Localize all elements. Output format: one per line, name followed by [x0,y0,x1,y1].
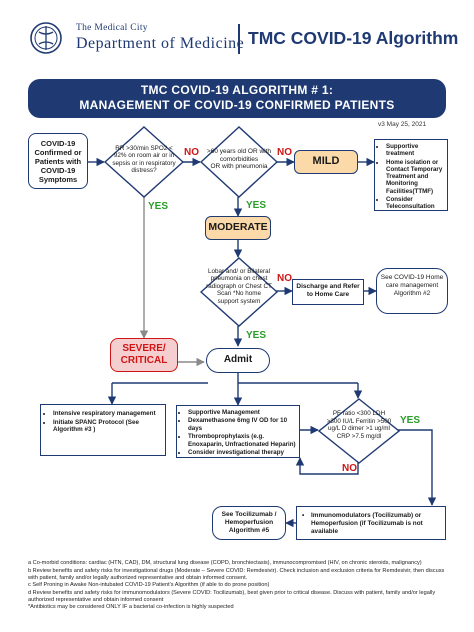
no-label-2: NO [277,147,292,158]
header-divider [238,24,240,54]
ward-mgmt-item: Dexamethasone 6mg IV OD for 10 days [188,417,297,432]
labs-decision-text: PF ratio <300 LDH >300 IU/L Ferritin >50… [326,410,392,440]
age-decision-line-a: >60 years old OR with comorbidities [206,148,272,163]
banner-line-2: MANAGEMENT OF COVID-19 CONFIRMED PATIENT… [79,98,395,112]
department-name: Department of Medicine [76,35,245,52]
yes-label-4: YES [400,415,421,426]
ward-management-box: Supportive Management Dexamethasone 6mg … [176,405,300,458]
lobar-decision-diamond-icon [200,257,278,327]
arrow-labs-no-back [295,457,359,475]
mild-mgmt-item: Home isolation or Contact Temporary Trea… [386,159,445,195]
mild-mgmt-item: Consider Teleconsultation [386,196,445,211]
discharge-node: Discharge and Refer to Home Care [292,279,364,305]
no-label-1: NO [184,147,199,158]
severe-decision-diamond-icon [104,126,184,198]
yes-label-1: YES [148,201,169,212]
footnotes: a Co-morbid conditions: cardiac (HTN, CA… [28,560,448,612]
footnote-a: a Co-morbid conditions: cardiac (HTN, CA… [28,560,422,566]
version-label: v3 May 25, 2021 [378,121,427,128]
lobar-decision-text: Lobar and/ or Bilateral pneumonia on che… [206,268,272,305]
age-decision-line-b: OR with pneumonia [210,163,268,171]
footnote-antibiotics: *Antibiotics may be considered ONLY IF a… [28,604,234,610]
algorithm-title: TMC COVID-19 Algorithm [248,28,459,48]
title-banner: TMC COVID-19 ALGORITHM # 1: MANAGEMENT O… [28,79,446,118]
confirmed-patient-node: COVID-19 Confirmed or Patients with COVI… [28,133,88,189]
medical-city-logo-icon [30,22,62,54]
arrow-labs-yes-to-immuno [398,429,437,506]
mild-node: MILD [294,150,358,174]
severe-decision-text: RR >30/min SPO2 < 92% on room air or in … [112,145,176,175]
icu-mgmt-item: Intensive respiratory management [53,410,162,418]
yes-label-2: YES [246,200,267,211]
no-label-4: NO [342,463,357,474]
icu-management-box: Intensive respiratory management Initiat… [40,404,166,456]
ward-mgmt-item: Thromboprophylaxis (e.g. Enoxaparin, Unf… [188,433,297,448]
footnote-b: b Review benefits and safety risks for i… [28,567,445,581]
ward-mgmt-item: Consider investigational therapy [188,449,297,456]
mild-mgmt-item: Supportive treatment [386,143,445,158]
bullet-dot-icon: • [302,512,305,519]
immunomodulators-box: • Immunomodulators (Tocilizumab) or Hemo… [296,506,446,540]
admit-node: Admit [206,348,270,373]
footnote-d: d Review benefits and safety risks for i… [28,589,436,603]
footnote-c: c Self Proning in Awake Non-intubated CO… [28,582,270,588]
ward-mgmt-item: Supportive Management [188,409,297,416]
moderate-node: MODERATE [205,216,271,240]
severe-critical-node: SEVERE/ CRITICAL [110,338,178,372]
icu-mgmt-item: Initiate SPANC Protocol (See Algorithm #… [53,419,162,434]
mild-management-box: Supportive treatment Home isolation or C… [374,139,448,211]
labs-decision-diamond-icon [318,398,400,464]
banner-line-1: TMC COVID-19 ALGORITHM # 1: [140,83,334,97]
age-decision-text: >60 years old OR with comorbidities OR w… [206,148,272,171]
immunomodulators-text: Immunomodulators (Tocilizumab) or Hemope… [311,512,423,535]
algorithm-2-node: See COVID-19 Home care management Algori… [376,268,448,314]
yes-label-3: YES [246,330,267,341]
no-label-3: NO [277,273,292,284]
tocilizumab-algorithm-node: See Tocilizumab / Hemoperfusion Algorith… [212,506,286,540]
org-name-small: The Medical City [76,23,148,33]
age-decision-diamond-icon [200,126,278,198]
